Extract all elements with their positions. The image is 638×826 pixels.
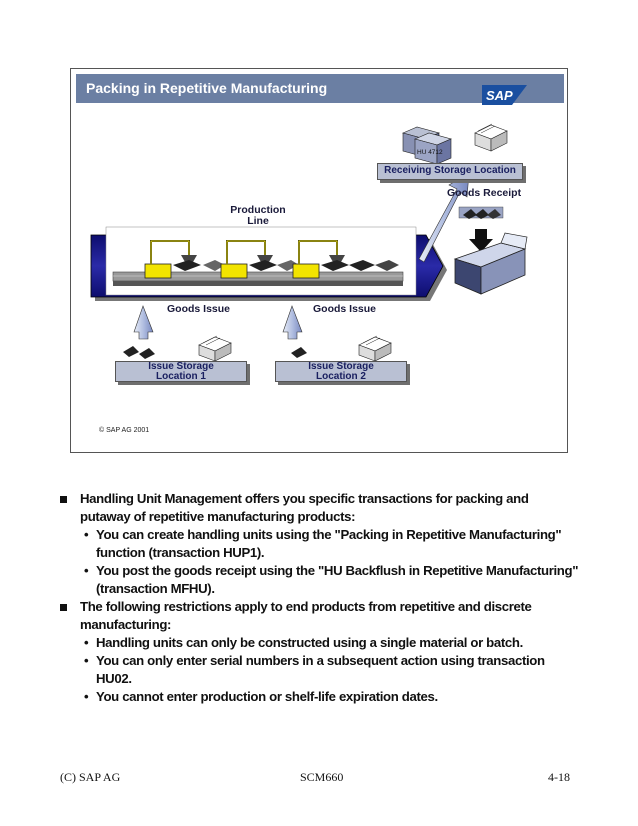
bullet-2-sub-3-text: You cannot enter production or shelf-lif… — [96, 689, 438, 704]
goods-receipt-label: Goods Receipt — [447, 187, 522, 199]
robot-station-1 — [144, 240, 225, 279]
bullet-2-sub-3: • You cannot enter production or shelf-l… — [60, 688, 580, 706]
bullet-square-icon — [60, 604, 67, 611]
issue-storage-2-icons — [291, 335, 392, 362]
goods-receipt-down-arrow — [469, 229, 493, 252]
bullet-dot-icon: • — [84, 563, 89, 578]
bullet-1-sub-2: • You post the goods receipt using the "… — [60, 562, 580, 598]
production-line-label-2: Line — [247, 215, 269, 227]
bullet-2-sub-1: • Handling units can only be constructed… — [60, 634, 580, 652]
issue-loc1-line2: Location 1 — [155, 370, 206, 382]
sap-logo: SAP — [482, 85, 527, 105]
production-line-label-1: Production — [230, 204, 286, 216]
robot-station-3 — [292, 240, 399, 279]
slide-copyright: © SAP AG 2001 — [99, 427, 150, 434]
sap-logo-text: SAP — [486, 88, 513, 103]
goods-issue-arrow-1 — [133, 305, 154, 340]
slide-frame: Packing in Repetitive Manufacturing SAP — [70, 68, 568, 453]
bullet-square-icon — [60, 496, 67, 503]
goods-issue-arrow-2 — [282, 305, 303, 340]
bullet-2-sub-2-text: You can only enter serial numbers in a s… — [96, 653, 545, 686]
issue-loc2-line2: Location 2 — [315, 370, 366, 382]
bullet-2-sub-2: • You can only enter serial numbers in a… — [60, 652, 580, 688]
finished-goods-box — [453, 232, 528, 295]
issue-loc2-line1: Issue Storage — [308, 361, 374, 372]
receiving-storage-label: Receiving Storage Location — [384, 165, 516, 176]
receiving-storage-location: Receiving Storage Location — [377, 163, 523, 180]
issue-storage-1-icons — [123, 335, 232, 362]
receiving-stock-icon — [474, 123, 508, 152]
bullet-1: Handling Unit Management offers you spec… — [60, 490, 580, 526]
bullet-1-sub-1-text: You can create handling units using the … — [96, 527, 562, 560]
issue-storage-location-1-base: Issue Storage Location 1 — [115, 361, 247, 382]
receipt-to-storage-arrow — [418, 172, 470, 263]
footer-center: SCM660 — [300, 770, 344, 784]
slide-title: Packing in Repetitive Manufacturing — [86, 80, 328, 96]
bullet-dot-icon: • — [84, 653, 89, 668]
bullet-2-sub-1-text: Handling units can only be constructed u… — [96, 635, 523, 650]
process-diagram: HU 4712 — [90, 123, 528, 362]
bullet-1-text: Handling Unit Management offers you spec… — [80, 491, 529, 524]
issue-loc1-line1: Issue Storage — [148, 361, 214, 372]
bullet-2: The following restrictions apply to end … — [60, 598, 580, 634]
bullet-1-sub-2-text: You post the goods receipt using the "HU… — [96, 563, 579, 596]
handling-unit-icon: HU 4712 — [402, 126, 452, 165]
robot-station-2 — [220, 240, 299, 279]
goods-issue-label-1: Goods Issue — [167, 303, 231, 315]
bullet-dot-icon: • — [84, 689, 89, 704]
hu-label: HU 4712 — [417, 149, 443, 156]
body-text: Handling Unit Management offers you spec… — [60, 490, 580, 706]
bullet-2-text: The following restrictions apply to end … — [80, 599, 532, 632]
receipt-products-icon — [458, 206, 504, 219]
bullet-1-sub-1: • You can create handling units using th… — [60, 526, 580, 562]
bullet-dot-icon: • — [84, 527, 89, 542]
goods-issue-label-2: Goods Issue — [313, 303, 377, 315]
footer-left: (C) SAP AG — [60, 770, 121, 784]
footer-right: 4-18 — [548, 770, 570, 784]
issue-storage-location-2-base: Issue Storage Location 2 — [275, 361, 407, 382]
bullet-dot-icon: • — [84, 635, 89, 650]
